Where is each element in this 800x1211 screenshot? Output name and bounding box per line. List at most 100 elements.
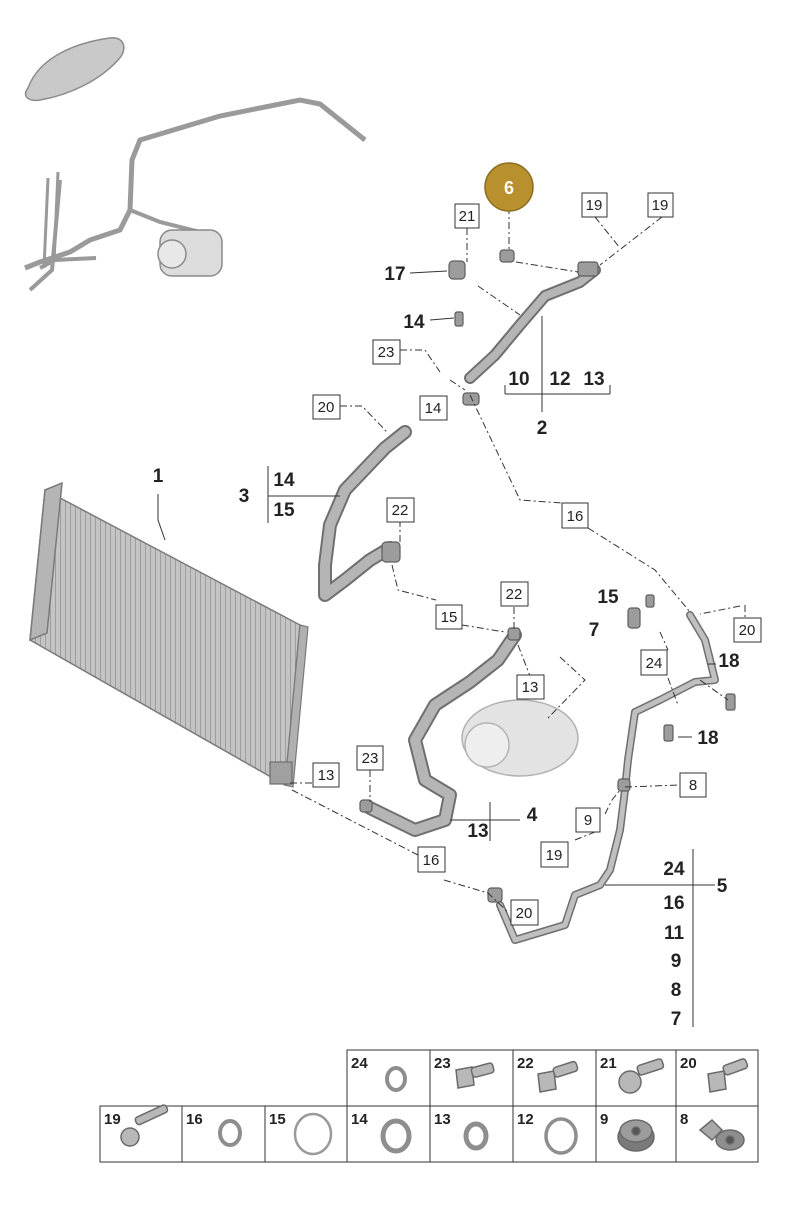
- callout-15: 15: [597, 587, 619, 608]
- boxed-19-c: 19: [540, 841, 569, 868]
- overview-condenser-edge: [42, 171, 60, 269]
- bracket-8-icon: [698, 1118, 745, 1151]
- callout-18-a: 18: [718, 651, 739, 672]
- oring-13-icon: [463, 1121, 489, 1151]
- boxed-14: 14: [419, 395, 448, 421]
- legend-15: 15: [269, 1111, 286, 1128]
- svg-text:23: 23: [378, 344, 395, 361]
- callout-17: 17: [384, 264, 405, 285]
- leader-dash-lines: [290, 207, 746, 913]
- callout-4-sub-13: 13: [467, 821, 488, 842]
- fitting-8: [617, 778, 631, 792]
- fitting-22b: [507, 627, 521, 641]
- callout-5: 5: [717, 876, 728, 897]
- fitting-15: [645, 594, 655, 608]
- svg-text:20: 20: [318, 399, 335, 416]
- svg-text:16: 16: [567, 508, 584, 525]
- svg-text:19: 19: [546, 847, 563, 864]
- vehicle-silhouette: [24, 37, 125, 102]
- boxed-13-b: 13: [312, 762, 340, 788]
- condenser: [29, 481, 309, 788]
- fitting-23: [359, 799, 373, 813]
- callout-5-sub-24: 24: [663, 859, 685, 880]
- callout-5-sub-8: 8: [671, 980, 682, 1001]
- boxed-16-a: 16: [561, 502, 589, 529]
- boxed-22-a: 22: [386, 497, 415, 523]
- legend-8: 8: [680, 1111, 688, 1128]
- svg-text:19: 19: [586, 197, 603, 214]
- bolt-21-icon: [618, 1058, 665, 1094]
- callout-3-sub-14: 14: [273, 470, 295, 491]
- svg-text:20: 20: [516, 905, 533, 922]
- plain-callouts: 17 14 10 12 13 2 1 3 14 15 15 7 18 18 4 …: [153, 264, 740, 1030]
- boxed-16-b: 16: [417, 846, 446, 873]
- fitting-18a: [725, 693, 736, 711]
- callout-7-upper: 7: [589, 620, 600, 641]
- svg-text:19: 19: [652, 197, 669, 214]
- callout-5-sub-11: 11: [664, 923, 685, 944]
- fittings: [359, 249, 736, 903]
- boxed-23-a: 23: [372, 339, 401, 365]
- fitting-7: [627, 607, 641, 629]
- svg-text:22: 22: [392, 502, 409, 519]
- boxed-20-c: 20: [510, 899, 539, 926]
- condenser-side-tank: [29, 481, 63, 642]
- legend-23: 23: [434, 1055, 451, 1072]
- boxed-20-a: 20: [312, 394, 341, 420]
- fitting-6: [499, 249, 515, 263]
- oring-16-icon: [218, 1119, 242, 1147]
- callout-1: 1: [153, 466, 164, 487]
- boxed-19-b: 19: [647, 192, 674, 218]
- oring-12-icon: [544, 1117, 578, 1155]
- legend-21: 21: [600, 1055, 617, 1072]
- callout-10: 10: [508, 369, 529, 390]
- legend-24: 24: [351, 1055, 368, 1072]
- fitting-22a: [381, 541, 401, 563]
- boxed-8: 8: [679, 772, 707, 798]
- oring-14-icon: [380, 1118, 412, 1154]
- callout-5-sub-16: 16: [663, 893, 684, 914]
- boxed-19-a: 19: [581, 192, 608, 218]
- compressor-pulley: [464, 722, 510, 768]
- condenser-core: [29, 488, 301, 787]
- legend-13: 13: [434, 1111, 451, 1128]
- overview-thumbnail: [24, 37, 367, 292]
- svg-text:22: 22: [506, 586, 523, 603]
- svg-text:21: 21: [459, 208, 476, 225]
- legend-9: 9: [600, 1111, 608, 1128]
- bolt-19-icon: [120, 1104, 169, 1147]
- legend-table: [99, 1049, 759, 1163]
- svg-text:24: 24: [646, 655, 663, 672]
- overview-compressor-pulley: [157, 239, 187, 269]
- bolt-23-icon: [455, 1062, 495, 1089]
- callout-5-sub-7: 7: [671, 1009, 682, 1030]
- fitting-20b: [487, 887, 503, 903]
- legend-14: 14: [351, 1111, 368, 1128]
- svg-text:14: 14: [425, 400, 442, 417]
- svg-text:13: 13: [318, 767, 335, 784]
- svg-text:16: 16: [423, 852, 440, 869]
- callout-13-upper: 13: [583, 369, 604, 390]
- svg-text:9: 9: [584, 812, 592, 829]
- oring-15-icon: [293, 1112, 333, 1156]
- callout-3: 3: [239, 486, 250, 507]
- fitting-valve-a: [462, 392, 480, 406]
- legend-12: 12: [517, 1111, 534, 1128]
- bolt-20-icon: [707, 1058, 749, 1093]
- condenser-bracket: [269, 761, 293, 785]
- boxed-9: 9: [575, 807, 601, 833]
- boxed-22-b: 22: [500, 581, 529, 607]
- callout-2: 2: [537, 418, 548, 439]
- callout-5-sub-9: 9: [671, 951, 682, 972]
- callout-3-sub-15: 15: [273, 500, 295, 521]
- legend-19: 19: [104, 1111, 121, 1128]
- gasket-9-icon: [617, 1119, 655, 1152]
- callout-4: 4: [527, 805, 538, 826]
- fitting-17: [448, 260, 466, 280]
- boxed-20-b: 20: [733, 617, 762, 643]
- legend-16: 16: [186, 1111, 203, 1128]
- highlight-badge-circle: [484, 162, 534, 212]
- fitting-14: [454, 311, 464, 327]
